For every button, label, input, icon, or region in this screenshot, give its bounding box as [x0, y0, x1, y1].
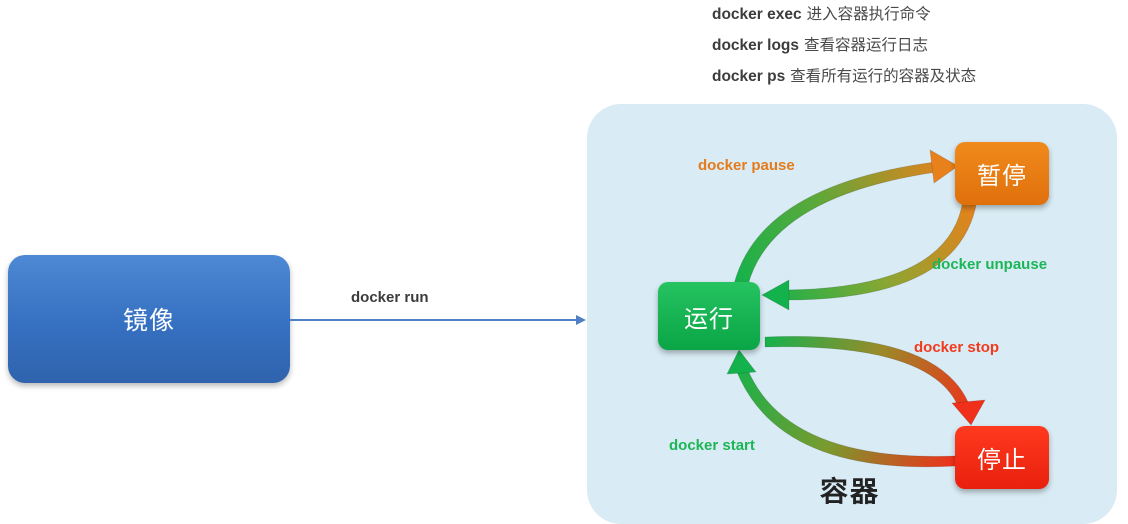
state-stopped: 停止 — [955, 426, 1049, 489]
pause-arrow-shaft — [733, 161, 938, 286]
command-name: docker logs — [712, 37, 799, 54]
state-running-label: 运行 — [684, 304, 734, 333]
state-paused-label: 暂停 — [977, 162, 1027, 190]
state-stopped-label: 停止 — [977, 446, 1027, 474]
run-edge-label: docker run — [351, 289, 429, 306]
transition-arrows — [726, 149, 986, 468]
start-arrow-shaft — [736, 367, 957, 468]
command-description: 查看容器运行日志 — [803, 36, 928, 54]
image-node-label: 镜像 — [122, 306, 175, 335]
pause-label: docker pause — [698, 157, 795, 174]
command-description: 进入容器执行命令 — [806, 5, 931, 23]
command-logs: docker logs 查看容器运行日志 — [712, 31, 976, 62]
command-name: docker exec — [712, 6, 802, 23]
command-list: docker exec 进入容器执行命令 docker logs 查看容器运行日… — [712, 0, 976, 93]
start-label: docker start — [669, 437, 755, 454]
command-name: docker ps — [712, 68, 786, 85]
pause-arrowhead — [929, 149, 959, 184]
command-ps: docker ps 查看所有运行的容器及状态 — [712, 62, 976, 93]
unpause-arrow-shaft — [785, 199, 978, 301]
start-arrowhead — [726, 349, 757, 375]
command-exec: docker exec 进入容器执行命令 — [712, 0, 976, 31]
run-edge-arrowhead — [576, 314, 586, 325]
command-description: 查看所有运行的容器及状态 — [790, 67, 977, 85]
state-running: 运行 — [658, 282, 760, 350]
unpause-label: docker unpause — [932, 256, 1048, 273]
stop-label: docker stop — [914, 339, 1000, 356]
stop-arrowhead — [951, 399, 986, 426]
run-edge-line — [290, 319, 577, 321]
state-paused: 暂停 — [955, 142, 1049, 205]
unpause-arrowhead — [761, 279, 790, 311]
image-node: 镜像 — [8, 255, 290, 383]
